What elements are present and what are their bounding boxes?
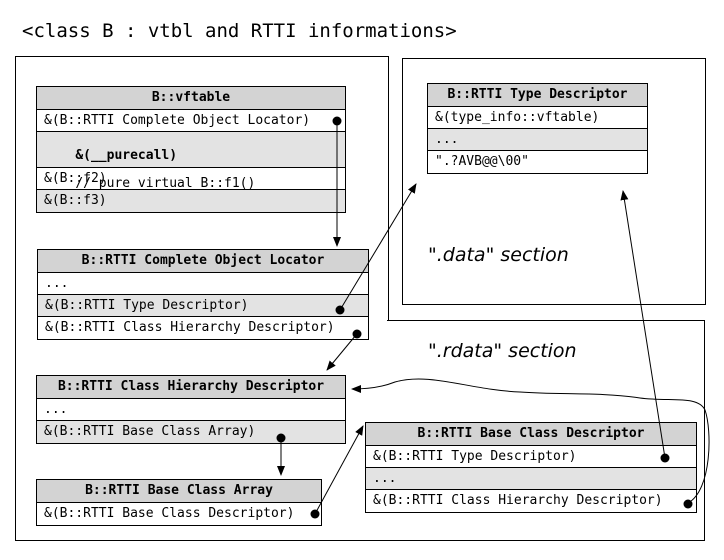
arrow-bcd-to-type-descriptor (620, 190, 666, 459)
diagram-title: <class B : vtbl and RTTI informations> (22, 20, 457, 42)
rdata-section-label: ".rdata" section (428, 340, 577, 362)
vftable-purecall-comment: // pure virtual B::f1() (75, 176, 256, 191)
vftable-purecall-text: &(__purecall) (75, 148, 178, 163)
dot-chd-bca (276, 433, 286, 443)
col-row-type-descriptor: &(B::RTTI Type Descriptor) (38, 295, 368, 317)
complete-object-locator-box: B::RTTI Complete Object Locator ... &(B:… (37, 249, 369, 340)
arrow-col-to-type-descriptor (339, 183, 417, 311)
complete-object-locator-header: B::RTTI Complete Object Locator (38, 250, 368, 273)
base-class-array-box: B::RTTI Base Class Array &(B::RTTI Base … (36, 479, 322, 526)
dot-col-chd (352, 329, 362, 339)
dot-bcd-chd (683, 499, 693, 509)
vftable-row-purecall: &(__purecall) // pure virtual B::f1() (37, 132, 345, 191)
chd-row-base-class-array: &(B::RTTI Base Class Array) (37, 421, 345, 443)
vftable-row-f3: &(B::f3) (37, 190, 345, 212)
data-section-label: ".data" section (428, 244, 569, 266)
type-descriptor-box: B::RTTI Type Descriptor &(type_info::vft… (427, 83, 648, 174)
arrow-bcd-to-chd (351, 378, 710, 504)
chd-row-ellipsis: ... (37, 399, 345, 421)
bca-row-base-class-descriptor: &(B::RTTI Base Class Descriptor) (44, 506, 295, 521)
class-hierarchy-descriptor-header: B::RTTI Class Hierarchy Descriptor (37, 376, 345, 399)
type-descriptor-row-name: ".?AVB@@\00" (435, 154, 529, 169)
base-class-array-header: B::RTTI Base Class Array (37, 480, 321, 503)
vftable-row-col-pointer: &(B::RTTI Complete Object Locator) (37, 110, 345, 132)
bcd-row-ellipsis: ... (366, 468, 696, 490)
dot-col-type-descriptor (335, 305, 345, 315)
dot-vftable-col (332, 116, 342, 126)
vftable-row-f2: &(B::f2) (37, 168, 345, 190)
bcd-row-type-descriptor: &(B::RTTI Type Descriptor) (366, 446, 696, 468)
arrow-col-to-chd (326, 334, 357, 371)
dot-bca-bcd (310, 509, 320, 519)
type-descriptor-header: B::RTTI Type Descriptor (428, 84, 647, 107)
dot-bcd-type-descriptor (660, 453, 670, 463)
class-hierarchy-descriptor-box: B::RTTI Class Hierarchy Descriptor ... &… (36, 375, 346, 444)
pointer-dots (276, 116, 693, 519)
vftable-box: B::vftable &(B::RTTI Complete Object Loc… (36, 86, 346, 213)
base-class-descriptor-box: B::RTTI Base Class Descriptor &(B::RTTI … (365, 422, 697, 513)
base-class-descriptor-header: B::RTTI Base Class Descriptor (366, 423, 696, 446)
col-row-ellipsis: ... (38, 273, 368, 295)
bcd-row-class-hierarchy: &(B::RTTI Class Hierarchy Descriptor) (373, 493, 663, 508)
col-row-class-hierarchy: &(B::RTTI Class Hierarchy Descriptor) (45, 320, 335, 335)
type-descriptor-row-vftable: &(type_info::vftable) (428, 107, 647, 129)
vftable-header: B::vftable (37, 87, 345, 110)
arrow-bca-to-bcd (314, 425, 364, 515)
type-descriptor-row-ellipsis: ... (428, 129, 647, 151)
